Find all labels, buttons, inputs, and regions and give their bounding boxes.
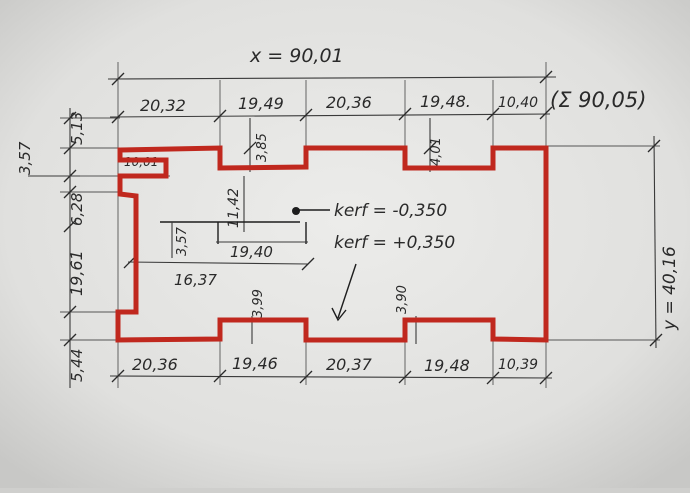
top-segment-2: 19,49 <box>238 94 284 113</box>
kerf-pointer-dot <box>292 207 300 215</box>
slot-width-label: 19,40 <box>230 243 273 261</box>
kerf-outer-arrowhead <box>331 307 347 322</box>
overall-x-label: x = 90,01 <box>249 45 344 67</box>
left-dim-6-28: 6,28 <box>68 193 86 226</box>
top-segment-4: 19,48. <box>420 92 471 111</box>
notch-depth-bottom-2: 3,90 <box>395 285 410 314</box>
notch-depth-top-1: 3,85 <box>255 133 270 162</box>
bottom-segment-dimensions: 20,36 19,46 20,37 19,48 10,39 <box>109 354 553 385</box>
bottom-segment-1: 20,36 <box>132 355 178 374</box>
bottom-segment-3: 20,37 <box>326 355 373 374</box>
kerf-outer-label: kerf = +0,350 <box>334 233 455 253</box>
overall-x-dimension: x = 90,01 <box>107 45 557 86</box>
kerf-inner-label: kerf = -0,350 <box>334 201 447 221</box>
kerf-annotations: kerf = -0,350 kerf = +0,350 <box>292 201 455 322</box>
overall-y-label: y = 40,16 <box>660 246 680 331</box>
bottom-segment-2: 19,46 <box>232 354 278 373</box>
notch-depth-top-2: 4,01 <box>429 137 444 166</box>
sum-note: (Σ 90,05) <box>550 88 646 112</box>
left-dimension-chain: 3,57 5,13 6,28 19,61 5,44 <box>16 108 86 388</box>
left-dim-19-61: 19,61 <box>67 250 86 296</box>
offset-width-label: 16,37 <box>174 271 217 289</box>
top-segment-5: 10,40 <box>498 95 538 111</box>
center-height-label: 11,42 <box>226 188 242 228</box>
slot-height-label: 3,57 <box>175 226 190 256</box>
top-segment-3: 20,36 <box>326 93 372 112</box>
left-dim-5-44: 5,44 <box>68 349 86 382</box>
overall-y-dimension: y = 40,16 <box>647 135 680 349</box>
bottom-segment-4: 19,48 <box>424 356 470 375</box>
top-segment-dimensions: 20,32 19,49 20,36 19,48. 10,40 <box>109 92 553 124</box>
bottom-segment-5: 10,39 <box>498 357 538 373</box>
kerf-outer-leader <box>337 263 357 319</box>
top-segment-1: 20,32 <box>140 96 186 115</box>
left-dim-5-13: 5,13 <box>68 112 86 145</box>
inner-construction: 11,42 3,57 19,40 16,37 <box>123 176 315 289</box>
cut-outline <box>115 145 549 343</box>
notch-depth-dimensions: 3,85 4,01 3,99 3,90 <box>243 118 444 344</box>
notch-depth-bottom-1: 3,99 <box>251 289 266 318</box>
left-dim-3-57: 3,57 <box>16 141 34 175</box>
